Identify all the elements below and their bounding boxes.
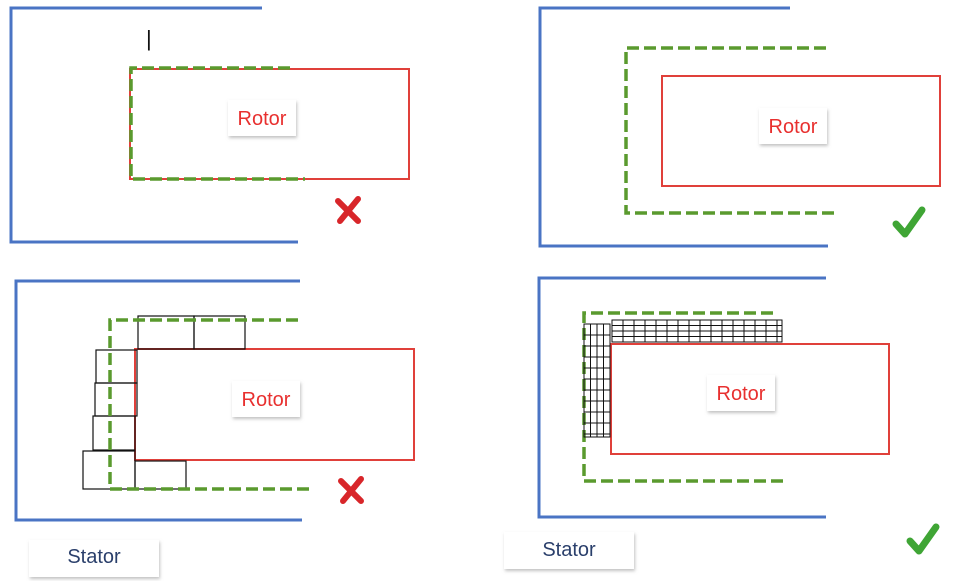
rotor-label-box <box>707 375 775 411</box>
stator-label-box <box>29 540 159 577</box>
boundary-line <box>624 46 836 215</box>
rotor-box <box>610 343 890 455</box>
stray-mark: | <box>146 26 152 51</box>
panel-bottom-left: Rotor Stator <box>14 279 415 577</box>
rotor-label-box <box>228 100 296 136</box>
boundary-line <box>129 66 305 181</box>
stator-outline <box>538 6 828 248</box>
cross-mark-icon <box>338 476 364 504</box>
rotor-box <box>134 348 415 461</box>
check-mark-icon <box>892 206 926 238</box>
stator-label-box <box>504 532 634 569</box>
fine-mesh-cells <box>583 319 783 438</box>
stator-label: Stator <box>542 539 596 561</box>
rotor-label-box <box>759 108 827 144</box>
coarse-mesh-cells <box>82 315 246 490</box>
boundary-line <box>108 318 313 491</box>
cross-mark-icon <box>335 196 361 224</box>
check-mark-icon <box>906 523 940 555</box>
rotor-label: Rotor <box>769 116 818 138</box>
panel-top-left: | Rotor <box>9 6 410 244</box>
rotor-label: Rotor <box>242 389 291 411</box>
rotor-box <box>661 75 941 187</box>
stator-label: Stator <box>67 546 121 568</box>
stator-outline <box>537 276 826 519</box>
panel-bottom-right: Rotor Stator <box>504 276 940 569</box>
panel-top-right: Rotor <box>538 6 941 248</box>
stator-outline <box>14 279 302 522</box>
rotor-label-box <box>232 381 300 417</box>
stator-outline <box>9 6 298 244</box>
rotor-label: Rotor <box>238 108 287 130</box>
rotor-label: Rotor <box>717 383 766 405</box>
